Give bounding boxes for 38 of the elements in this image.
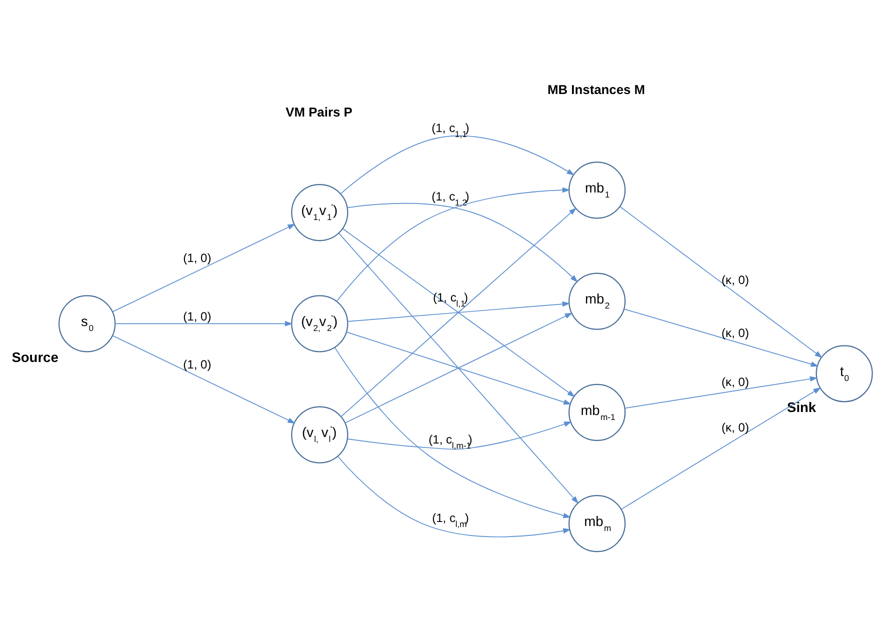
arrow — [624, 376, 818, 409]
node-circle: (v$_{l,}$ v$_{l}$$^{'}$) — [291, 406, 348, 464]
arrow — [336, 187, 570, 302]
node-label: Source — [12, 350, 58, 365]
edge-label: (κ, 0) — [722, 374, 750, 389]
arrow — [112, 224, 296, 312]
arrow — [112, 335, 296, 424]
edge-label: (1, 0) — [183, 250, 212, 265]
arrow — [347, 301, 570, 322]
node-label: Sink — [787, 400, 816, 415]
arrow — [340, 208, 577, 418]
arrow — [347, 422, 572, 450]
edge-label: (κ, 0) — [722, 326, 750, 340]
edge-label: (κ, 0) — [722, 273, 750, 288]
arrow — [334, 347, 572, 518]
arrow — [620, 387, 822, 510]
arrow — [340, 136, 575, 194]
edge-label: (1, 0) — [183, 309, 212, 324]
node-circle: s$_{0}$ — [58, 295, 116, 352]
node-circle: mb$_{m-1}$ — [568, 384, 626, 441]
arrow — [346, 332, 572, 405]
label: MB Instances M — [548, 82, 646, 98]
arrow — [344, 312, 573, 424]
edge-label: (1, c$_{1,2}$) — [432, 190, 470, 208]
label: VM Pairs P — [286, 104, 352, 120]
arrow — [114, 320, 293, 326]
arrow — [342, 228, 576, 398]
edge-label: (1, 0) — [183, 358, 212, 372]
arrow — [346, 202, 578, 282]
arrow — [338, 232, 579, 504]
edge-label: (κ, 0) — [722, 420, 750, 435]
arrow — [624, 308, 819, 367]
edge-label: (1, c$_{l,m-1}$) — [428, 432, 472, 451]
edge-label: (1, c$_{l,m}$) — [432, 511, 469, 530]
arrow — [620, 206, 822, 358]
node-circle: (v$_{2,}$v$_{2}$$^{'}$) — [291, 295, 348, 352]
node-circle: (v$_{1,}$v$_{1}$$^{'}$) — [291, 184, 348, 242]
arrow — [337, 456, 571, 538]
